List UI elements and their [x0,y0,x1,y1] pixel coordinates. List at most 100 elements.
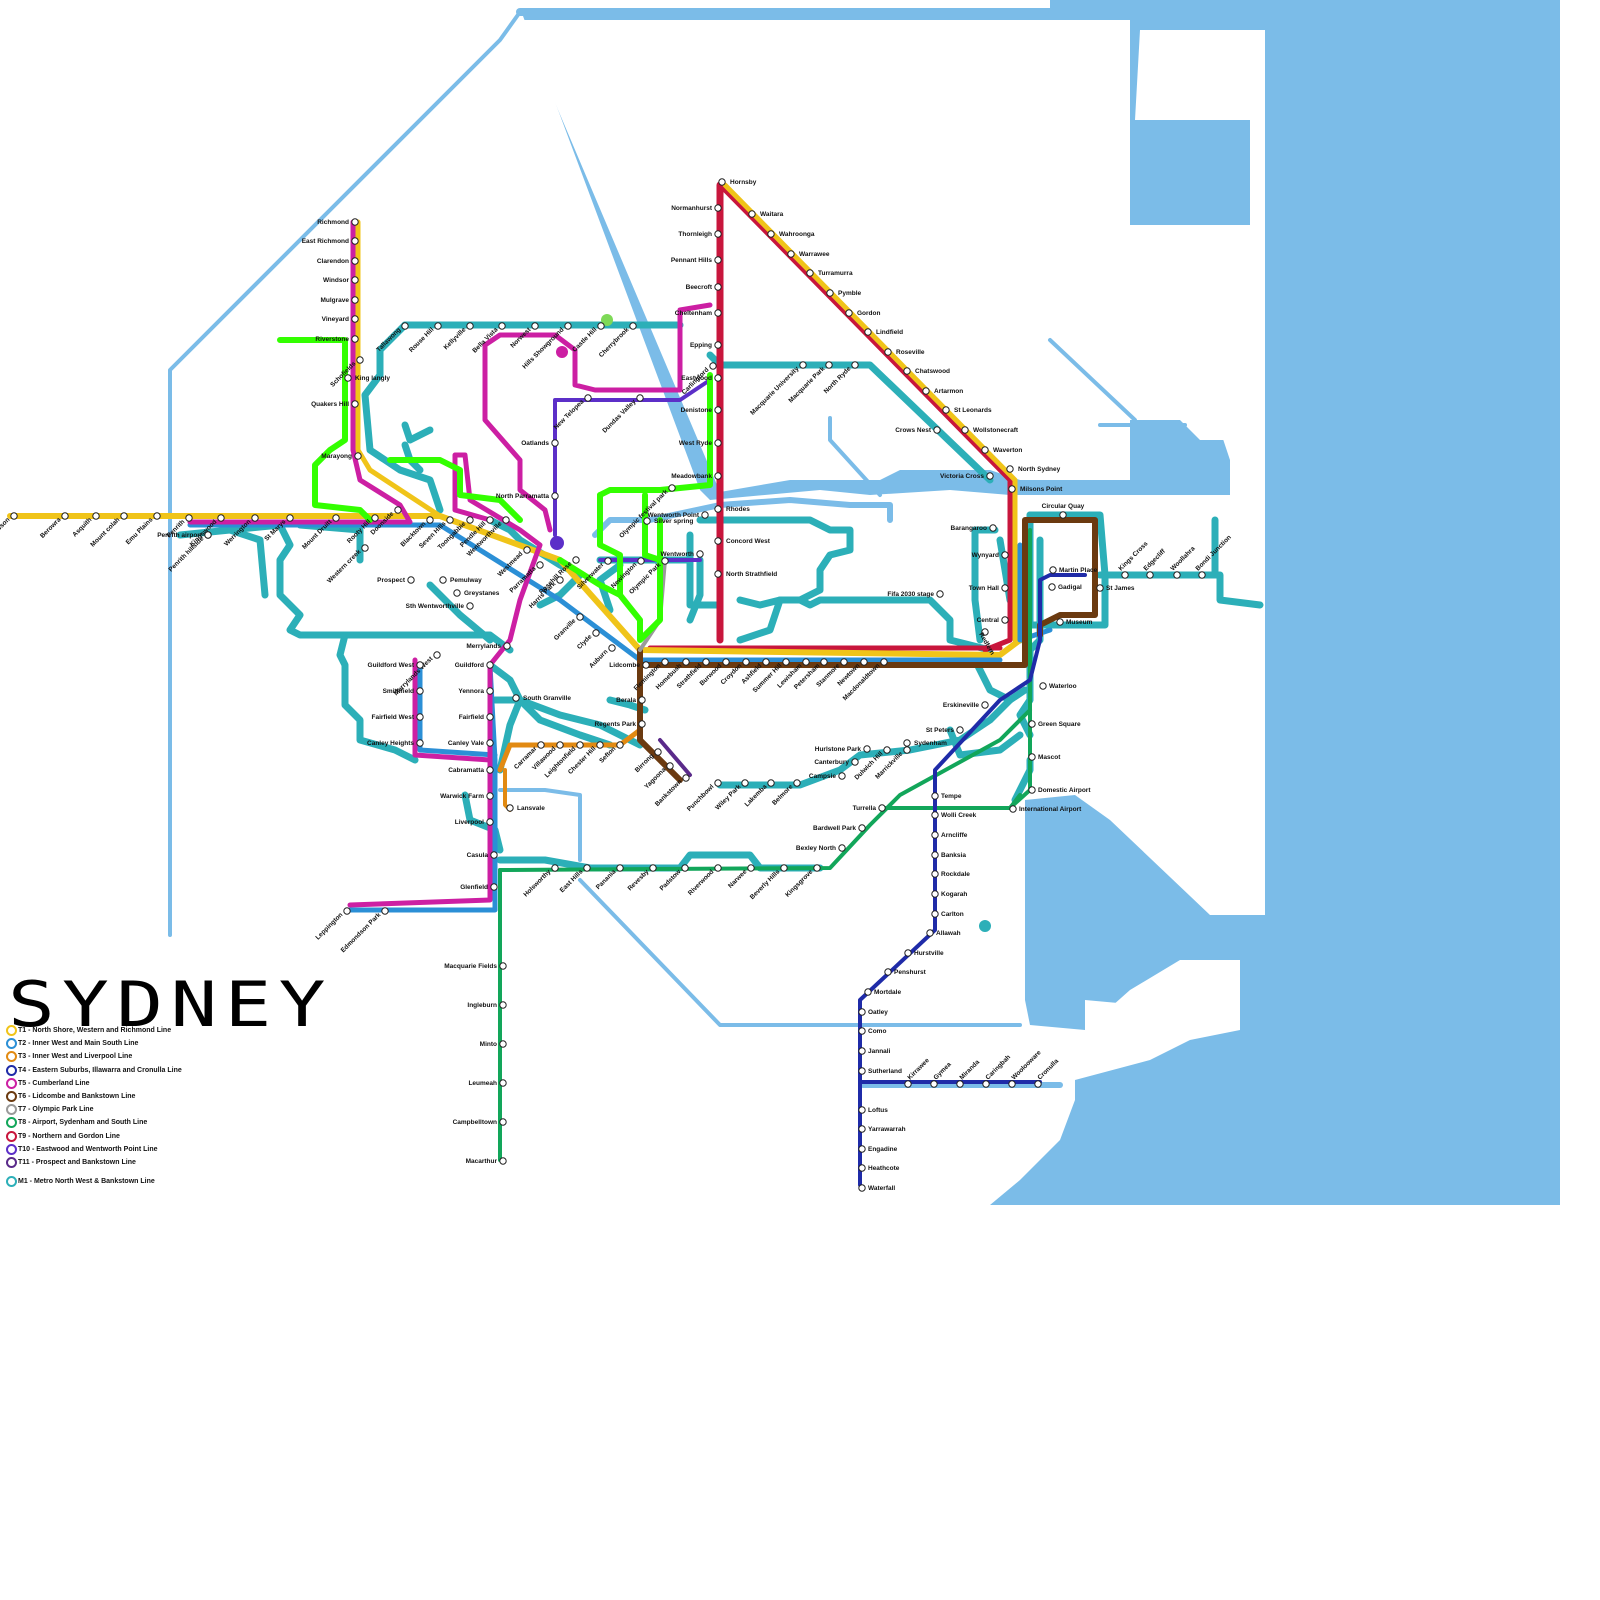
station-northern: Lindfield [864,328,903,336]
station-label: Caringbah [984,1054,1012,1082]
station-marker [1009,805,1017,813]
station-south: Sutherland [858,1067,902,1075]
metro-line-segment [361,371,444,514]
station-label: Lidcombe [609,662,640,669]
station-south: Yarrawarrah [858,1125,906,1133]
station-south: Mortdale [864,988,901,996]
station-marker [714,779,722,787]
station-label: Concord West [726,538,771,545]
richmond-line-t5 [187,219,413,525]
station-marker [643,517,651,525]
station-label: Erskineville [943,702,980,709]
station-label: Roseville [896,349,925,356]
station-marker [931,792,939,800]
station-western: Macquarie Fields [444,962,507,970]
station-label: Hurstville [914,950,944,957]
station-label: Canley Vale [448,740,485,747]
station-marker [942,406,950,414]
station-marker [120,512,128,520]
station-marker [838,772,846,780]
station-marker [499,1118,507,1126]
station-marker [537,741,545,749]
station-marker [722,658,730,666]
station-marker [638,696,646,704]
station-label: Castle Hill [571,326,598,353]
line-legend: T1 - North Shore, Western and Richmond L… [6,1024,182,1188]
station-northern: Crows Nest [895,426,941,434]
station-marker [989,524,997,532]
station-northern: Gordon [845,309,880,317]
legend-label: T4 - Eastern Suburbs, Illawarra and Cron… [18,1066,182,1074]
station-label: Canley Heights [367,740,414,747]
station-marker [780,864,788,872]
station-label: Barangaroo [951,525,988,532]
station-label: Dundas Valley [601,398,637,434]
station-south: Carlton [931,910,964,918]
station-label: Prospect [377,577,406,584]
station-western: Campsie [809,772,846,780]
station-label: Leumeah [468,1080,497,1087]
station-label: Holsworthy [522,868,552,898]
station-western: Canley Vale [448,739,494,747]
station-marker [486,661,494,669]
station-marker [858,1106,866,1114]
station-label: Mascot [1038,754,1061,761]
station-label: Waitara [760,211,784,218]
station-label: Meadowbank [671,473,712,480]
station-marker [825,361,833,369]
station-label: Marayong [321,453,352,460]
station-western: Yagoona [643,762,674,791]
station-marker [931,831,939,839]
station-northern: Eastwood [681,374,722,382]
station-marker [813,864,821,872]
station-marker [802,658,810,666]
station-western: Birrong [634,748,662,774]
station-western: Casula [467,851,498,859]
station-label: St James [1106,585,1135,592]
station-south: Heathcote [858,1164,900,1172]
station-label: Turrella [853,805,877,812]
station-marker [344,374,352,382]
station-marker [576,613,584,621]
station-western: East Richmond [302,237,359,245]
station-marker [616,741,624,749]
station-northern: Wahroonga [767,230,815,238]
station-label: Milsons Point [1020,486,1063,493]
station-marker [502,516,510,524]
parramatta-river [592,497,893,538]
metro-line-segment [376,321,409,379]
station-northern: St Leonards [942,406,992,414]
station-western: Mulgrave [320,296,359,304]
botany-dot [979,920,991,932]
station-marker [351,237,359,245]
station-label: Hurlstone Park [815,746,862,753]
station-marker [486,766,494,774]
station-south: Engadine [858,1145,898,1153]
station-marker [499,1040,507,1048]
line-color-icon [6,1104,17,1116]
station-label: Fairfield [459,714,484,721]
station-label: Quakers Hill [311,401,349,408]
station-western: Berala [616,696,646,704]
station-marker [936,590,944,598]
station-marker [426,516,434,524]
line-color-icon [6,1130,17,1142]
station-label: New Telopea [553,398,586,431]
station-label: International Airport [1019,806,1082,813]
station-label: Guildford West [368,662,415,669]
station-label: Norwest [509,326,533,350]
station-label: Glenfield [460,884,488,891]
station-marker [506,804,514,812]
station-marker [466,602,474,610]
station-city: Mascot [1028,753,1061,761]
station-marker [466,516,474,524]
station-marker [714,283,722,291]
station-northern: Beecroft [686,283,722,291]
station-marker [649,864,657,872]
metro-line-segment [596,561,624,614]
station-western: Ingleburn [467,1001,507,1009]
station-city: International Airport [1009,805,1082,813]
station-marker [576,741,584,749]
station-marker [356,356,364,364]
station-marker [838,844,846,852]
